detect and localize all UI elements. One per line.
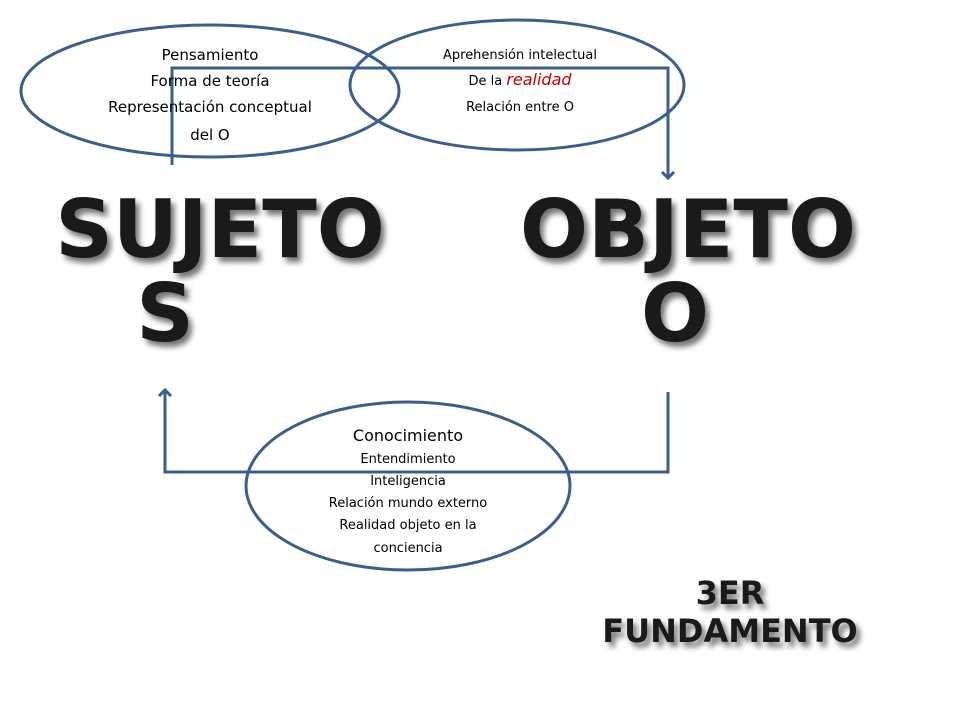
connector-object-to-subject [165, 390, 670, 474]
ellipse-left [19, 23, 401, 159]
bubble-right-line1: Aprehensión intelectual [442, 48, 597, 63]
bubble-bottom-line6: conciencia [373, 541, 443, 556]
bubble-left-line1: Pensamiento [161, 46, 259, 64]
footer-heading-line2: FUNDAMENTO [601, 611, 858, 651]
ellipse-right [348, 18, 686, 152]
bubble-left-line2: Forma de teoría [150, 72, 270, 90]
bubble-right-line2-prefix: De la [468, 74, 507, 89]
object-heading-line1: OBJETO [519, 183, 858, 276]
bubble-bottom-line2: Entendimiento [360, 452, 456, 467]
subject-heading-line2: S [135, 267, 196, 360]
footer-heading: 3ER FUNDAMENTO [580, 573, 880, 651]
subject-heading-line1: SUJETO [54, 183, 387, 276]
bubble-bottom-line3: Inteligencia [370, 474, 446, 489]
bubble-bottom-line5: Realidad objeto en la [339, 518, 477, 533]
object-heading: OBJETO O [519, 183, 858, 357]
bubble-bottom-line4: Relación mundo externo [328, 496, 488, 511]
object-heading-line2: O [639, 267, 710, 360]
bubble-bottom-line1: Conocimiento [352, 426, 464, 445]
bubble-right-line3: Relación entre O [466, 100, 574, 115]
connector-subject-to-object [170, 66, 668, 178]
subject-heading: SUJETO S [54, 183, 387, 357]
bubble-left-line3: Representación conceptual [108, 98, 312, 116]
bubble-left-line4: del O [190, 126, 230, 144]
footer-heading-line1: 3ER [695, 573, 766, 613]
bubble-right-line2: De la realidad [400, 70, 640, 89]
ellipse-bottom [244, 400, 572, 572]
bubble-right-highlight: realidad [506, 70, 572, 89]
